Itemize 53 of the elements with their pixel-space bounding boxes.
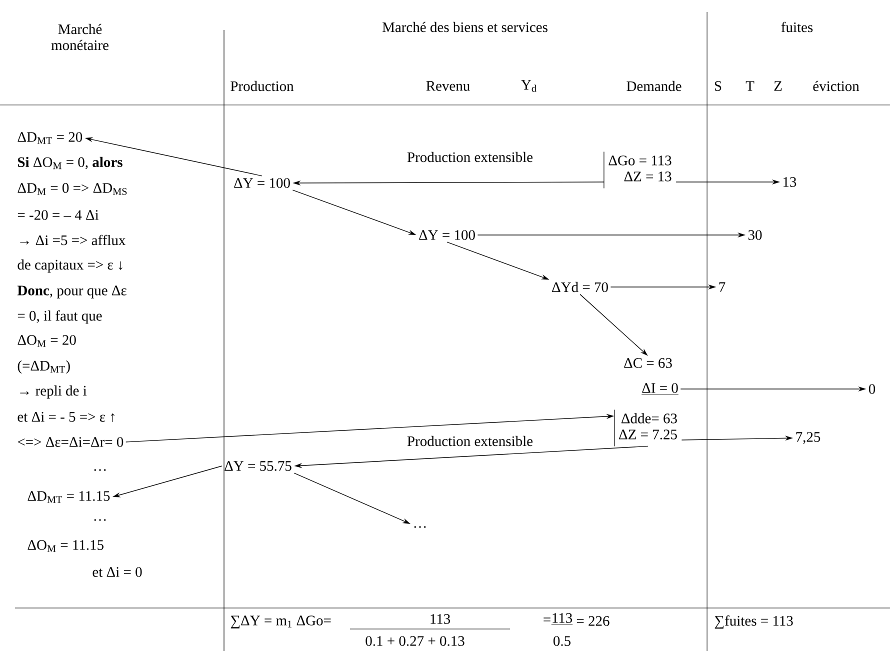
note-text: = -20 = – 4 Δi xyxy=(18,210,99,220)
column-header: fuites xyxy=(781,22,813,32)
equation-text: 13 xyxy=(783,177,796,187)
equation-text: ΔY = 100 xyxy=(419,230,475,240)
equation-text: ΔYd = 70 xyxy=(552,282,608,292)
formula-text: 0.5 xyxy=(554,636,570,646)
ellipsis-text: … xyxy=(94,519,106,521)
note-text: → repli de i xyxy=(20,385,87,399)
equation-text: <=> Δε=Δi=Δr= 0 xyxy=(18,437,124,447)
equation-block: Δdde= 63 ΔZ = 7.25 xyxy=(614,410,677,446)
equation-text: ΔY = 55.75 xyxy=(224,461,292,471)
equation-text: ΔC = 63 xyxy=(624,358,672,368)
note-text: (=ΔD$_{MT}$) xyxy=(18,360,70,374)
edge-label: Production extensible xyxy=(406,150,534,164)
note-text: Donc, pour que Δε xyxy=(17,286,126,298)
column-header: Revenu xyxy=(426,81,470,91)
note-text: ΔO$_{M}$ = 11.15 xyxy=(28,540,104,552)
edge-label: Production extensible xyxy=(406,434,534,448)
column-header: éviction xyxy=(813,80,860,92)
formula-text: ∑ΔY = m$_{1}$ ΔGo= xyxy=(230,616,331,628)
note-text: et Δi = - 5 => ε ↑ xyxy=(18,412,114,422)
equation-text: 0 xyxy=(868,384,876,394)
equation-text: 7 xyxy=(719,282,726,292)
formula-text: 0.1 + 0.27 + 0.13 xyxy=(366,636,464,646)
equation-text: ΔD$_{MT}$ = 20 xyxy=(18,132,82,144)
note-text: et Δi = 0 xyxy=(92,567,142,577)
column-header: S xyxy=(714,81,722,91)
equation-text: ΔY = 100 xyxy=(234,178,290,188)
column-header: Production xyxy=(230,80,294,92)
equation-text: 7,25 xyxy=(796,432,820,444)
note-text: ΔO$_{M}$ = 20 xyxy=(18,335,76,347)
column-header: T xyxy=(746,81,754,91)
equation-text: ΔI = 0 xyxy=(641,383,679,394)
column-header: Demande xyxy=(626,80,682,92)
column-header: Marché des biens et services xyxy=(382,22,548,32)
equation-text: ΔD$_{MT}$ = 11.15 xyxy=(28,491,110,503)
column-header: Z xyxy=(774,81,782,91)
formula-text: = xyxy=(544,618,550,622)
equation-block: ΔGo = 113 ΔZ = 13 xyxy=(604,152,672,188)
note-text: de capitaux => ε ↓ xyxy=(18,259,122,273)
formula-text: 113 xyxy=(551,613,573,624)
column-header: Marché monétaire xyxy=(51,24,108,50)
column-header: Y$_{d}$ xyxy=(521,80,536,92)
note-text: → Δi =5 => afflux xyxy=(20,234,126,246)
formula-text: ∑fuites = 113 xyxy=(714,615,793,629)
ellipsis-text: … xyxy=(94,469,106,471)
equation-text: 30 xyxy=(748,230,762,240)
note-text: Si ΔO$_{M}$ = 0, alors xyxy=(18,156,122,170)
formula-text: 113 xyxy=(430,614,450,624)
equation-text: … xyxy=(414,526,426,528)
formula-text: = 226 xyxy=(576,616,610,626)
note-text: ΔD$_{M}$ = 0 => ΔD$_{MS}$ xyxy=(18,183,127,195)
note-text: = 0, il faut que xyxy=(18,310,102,324)
